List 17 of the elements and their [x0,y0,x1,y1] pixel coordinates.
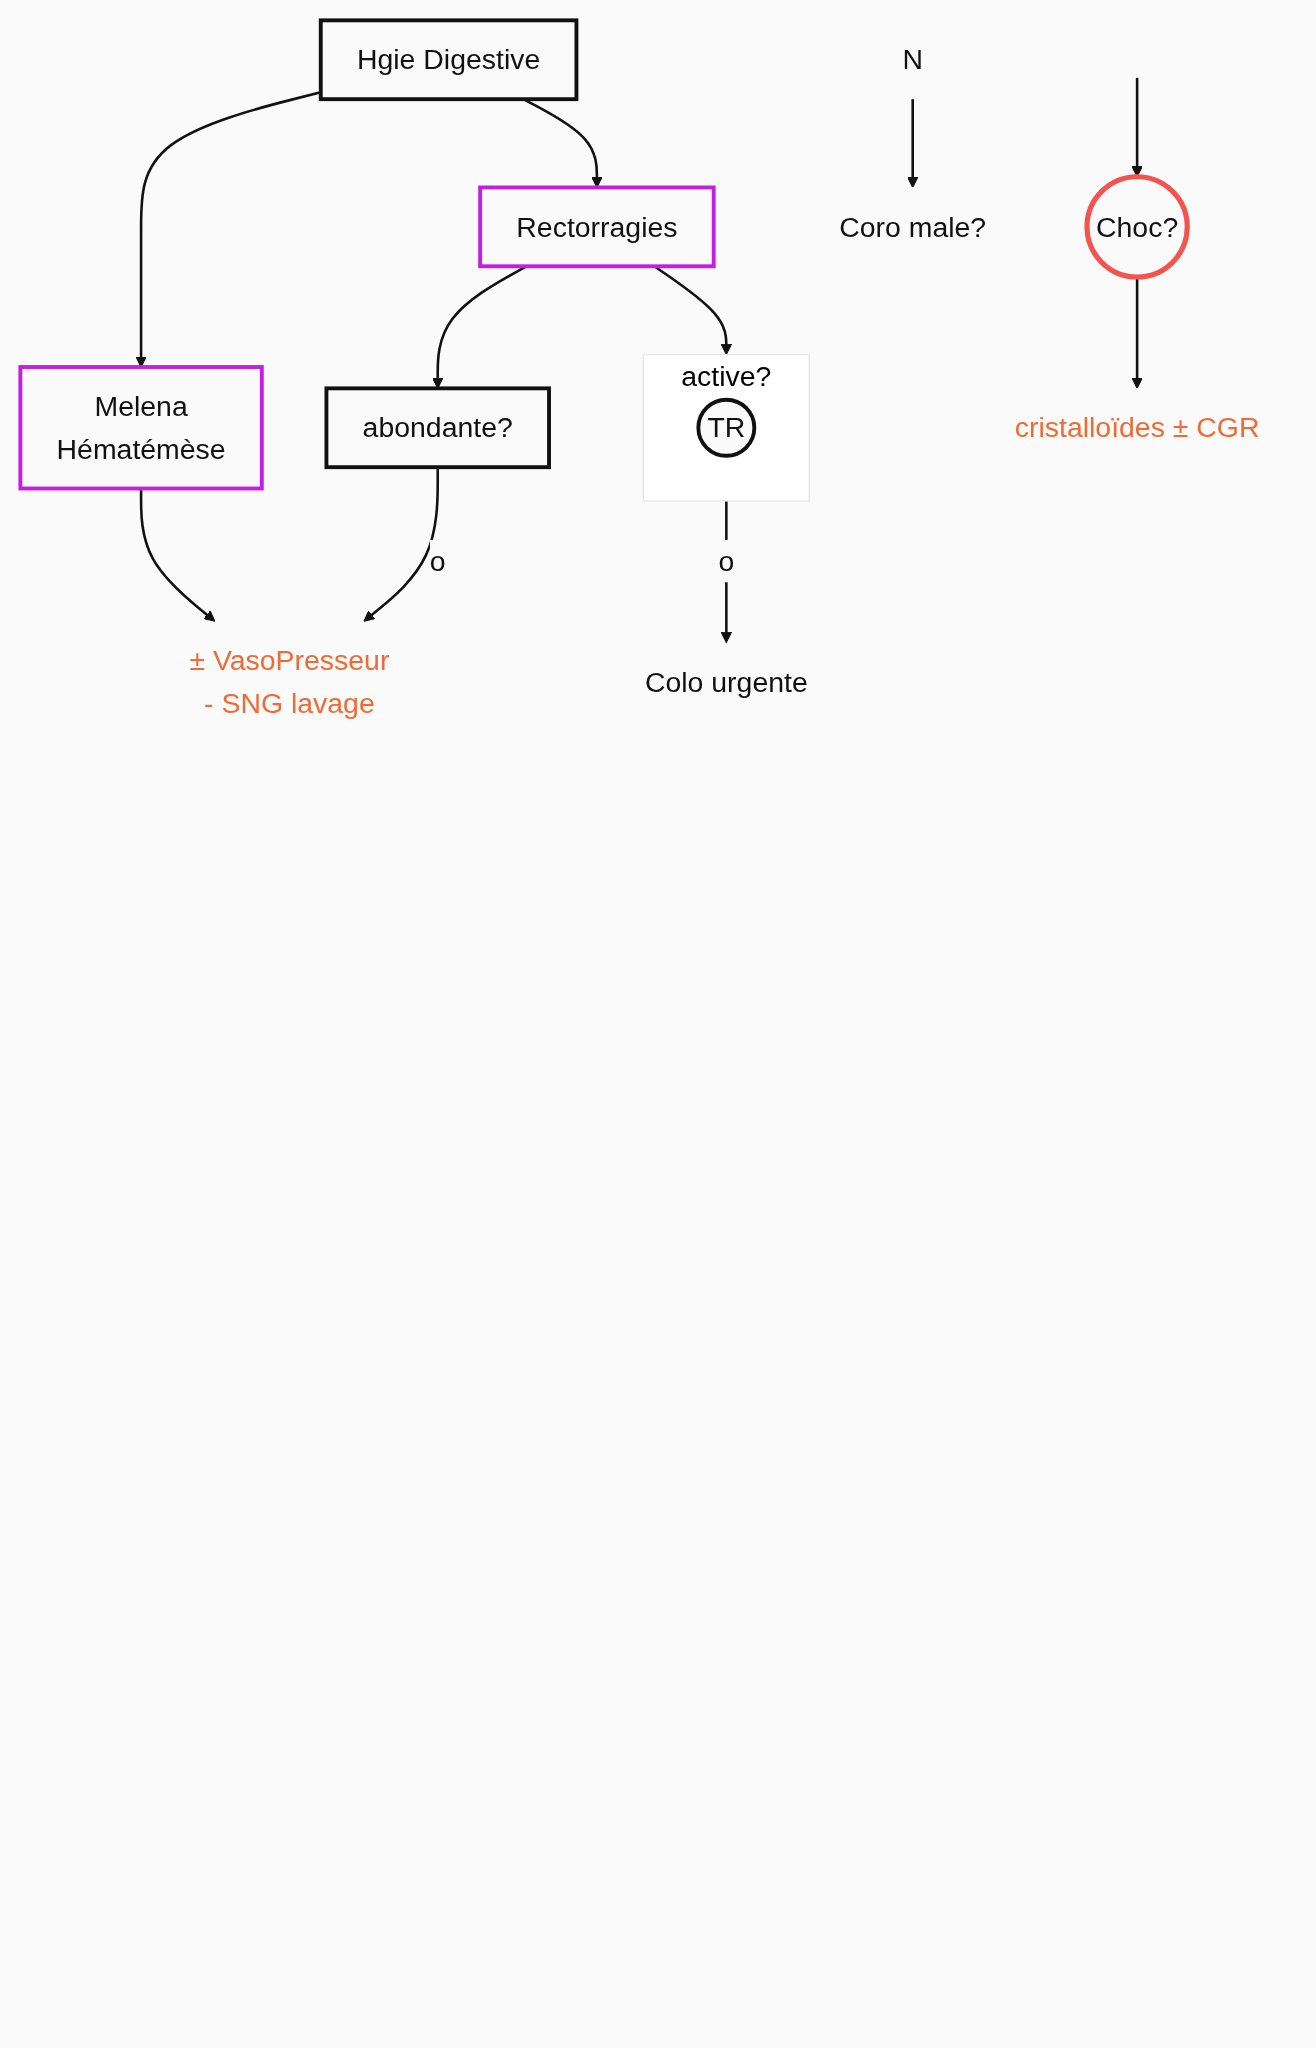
node-box: abondante? [324,386,551,470]
arrow [363,467,440,622]
node-circle: TR [696,397,757,458]
arrow [907,99,919,188]
edge-label: o [429,544,446,578]
node-text: ± VasoPresseur - SNG lavage [189,644,390,720]
node-circle: Choc? [1084,174,1190,280]
node-box: Melena Hématémèse [18,365,264,491]
node-text: cristalloïdes ± CGR [1014,411,1260,444]
node-box: Rectorragies [478,185,716,269]
node-text: Colo urgente [644,665,808,699]
arrow [139,488,216,622]
node-text: N [902,43,923,76]
node-box: Hgie Digestive [318,18,579,102]
edge-label: o [718,544,735,578]
node-text: Coro male? [839,210,987,244]
arrow [1131,277,1143,389]
